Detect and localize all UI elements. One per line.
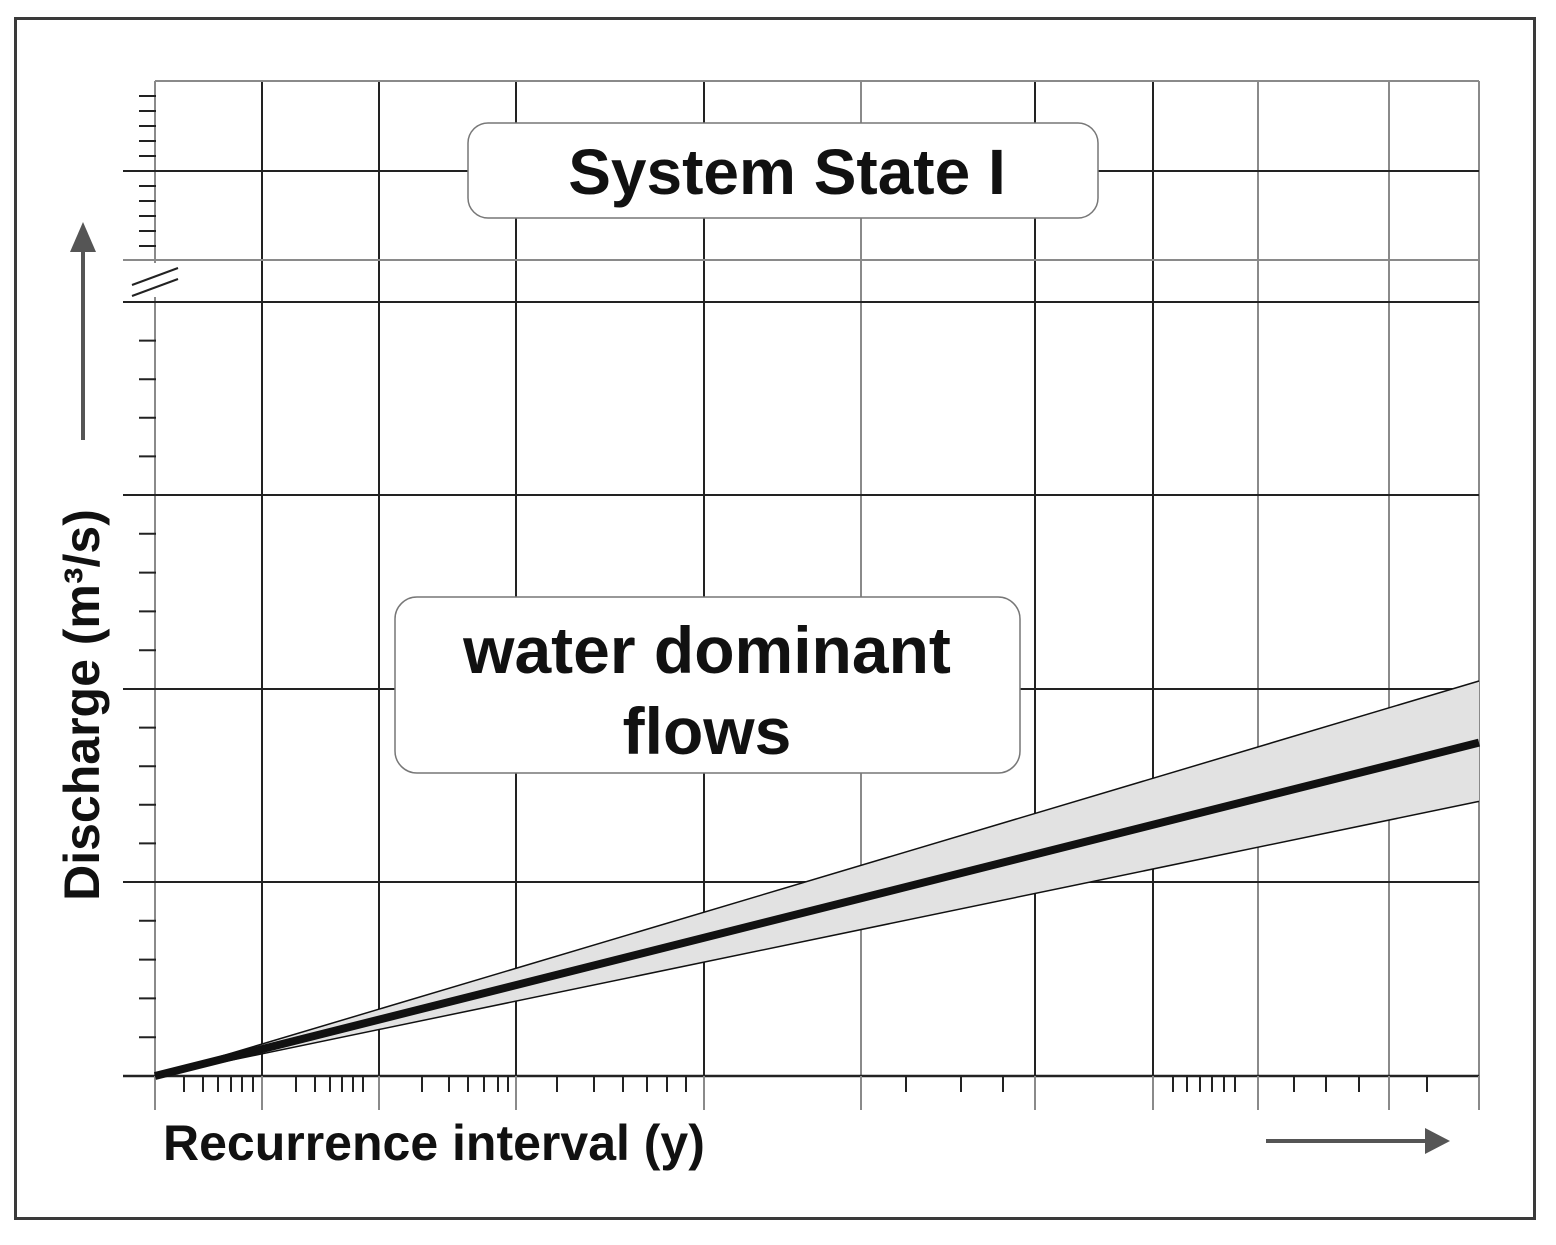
annotation-line: water dominant (462, 613, 951, 687)
axis-break (125, 263, 185, 297)
series-group (154, 680, 1480, 1080)
chart-title: System State I (568, 136, 1006, 208)
annotation-line: flows (623, 694, 792, 768)
title-box (467, 122, 1099, 219)
axis-break-mark (131, 278, 179, 297)
y-axis-label: Discharge (m³/s) (54, 509, 110, 901)
lower-bound-line (154, 800, 1480, 1077)
upper-bound-line (154, 680, 1480, 1077)
central-estimate-line (154, 738, 1480, 1080)
axis-break-mark (131, 267, 179, 286)
x-axis-arrow (1266, 1128, 1450, 1154)
axis-ticks (139, 95, 1480, 1110)
annotation-box (394, 596, 1021, 774)
x-axis-label: Recurrence interval (y) (163, 1115, 705, 1171)
y-axis-arrow (70, 222, 96, 440)
